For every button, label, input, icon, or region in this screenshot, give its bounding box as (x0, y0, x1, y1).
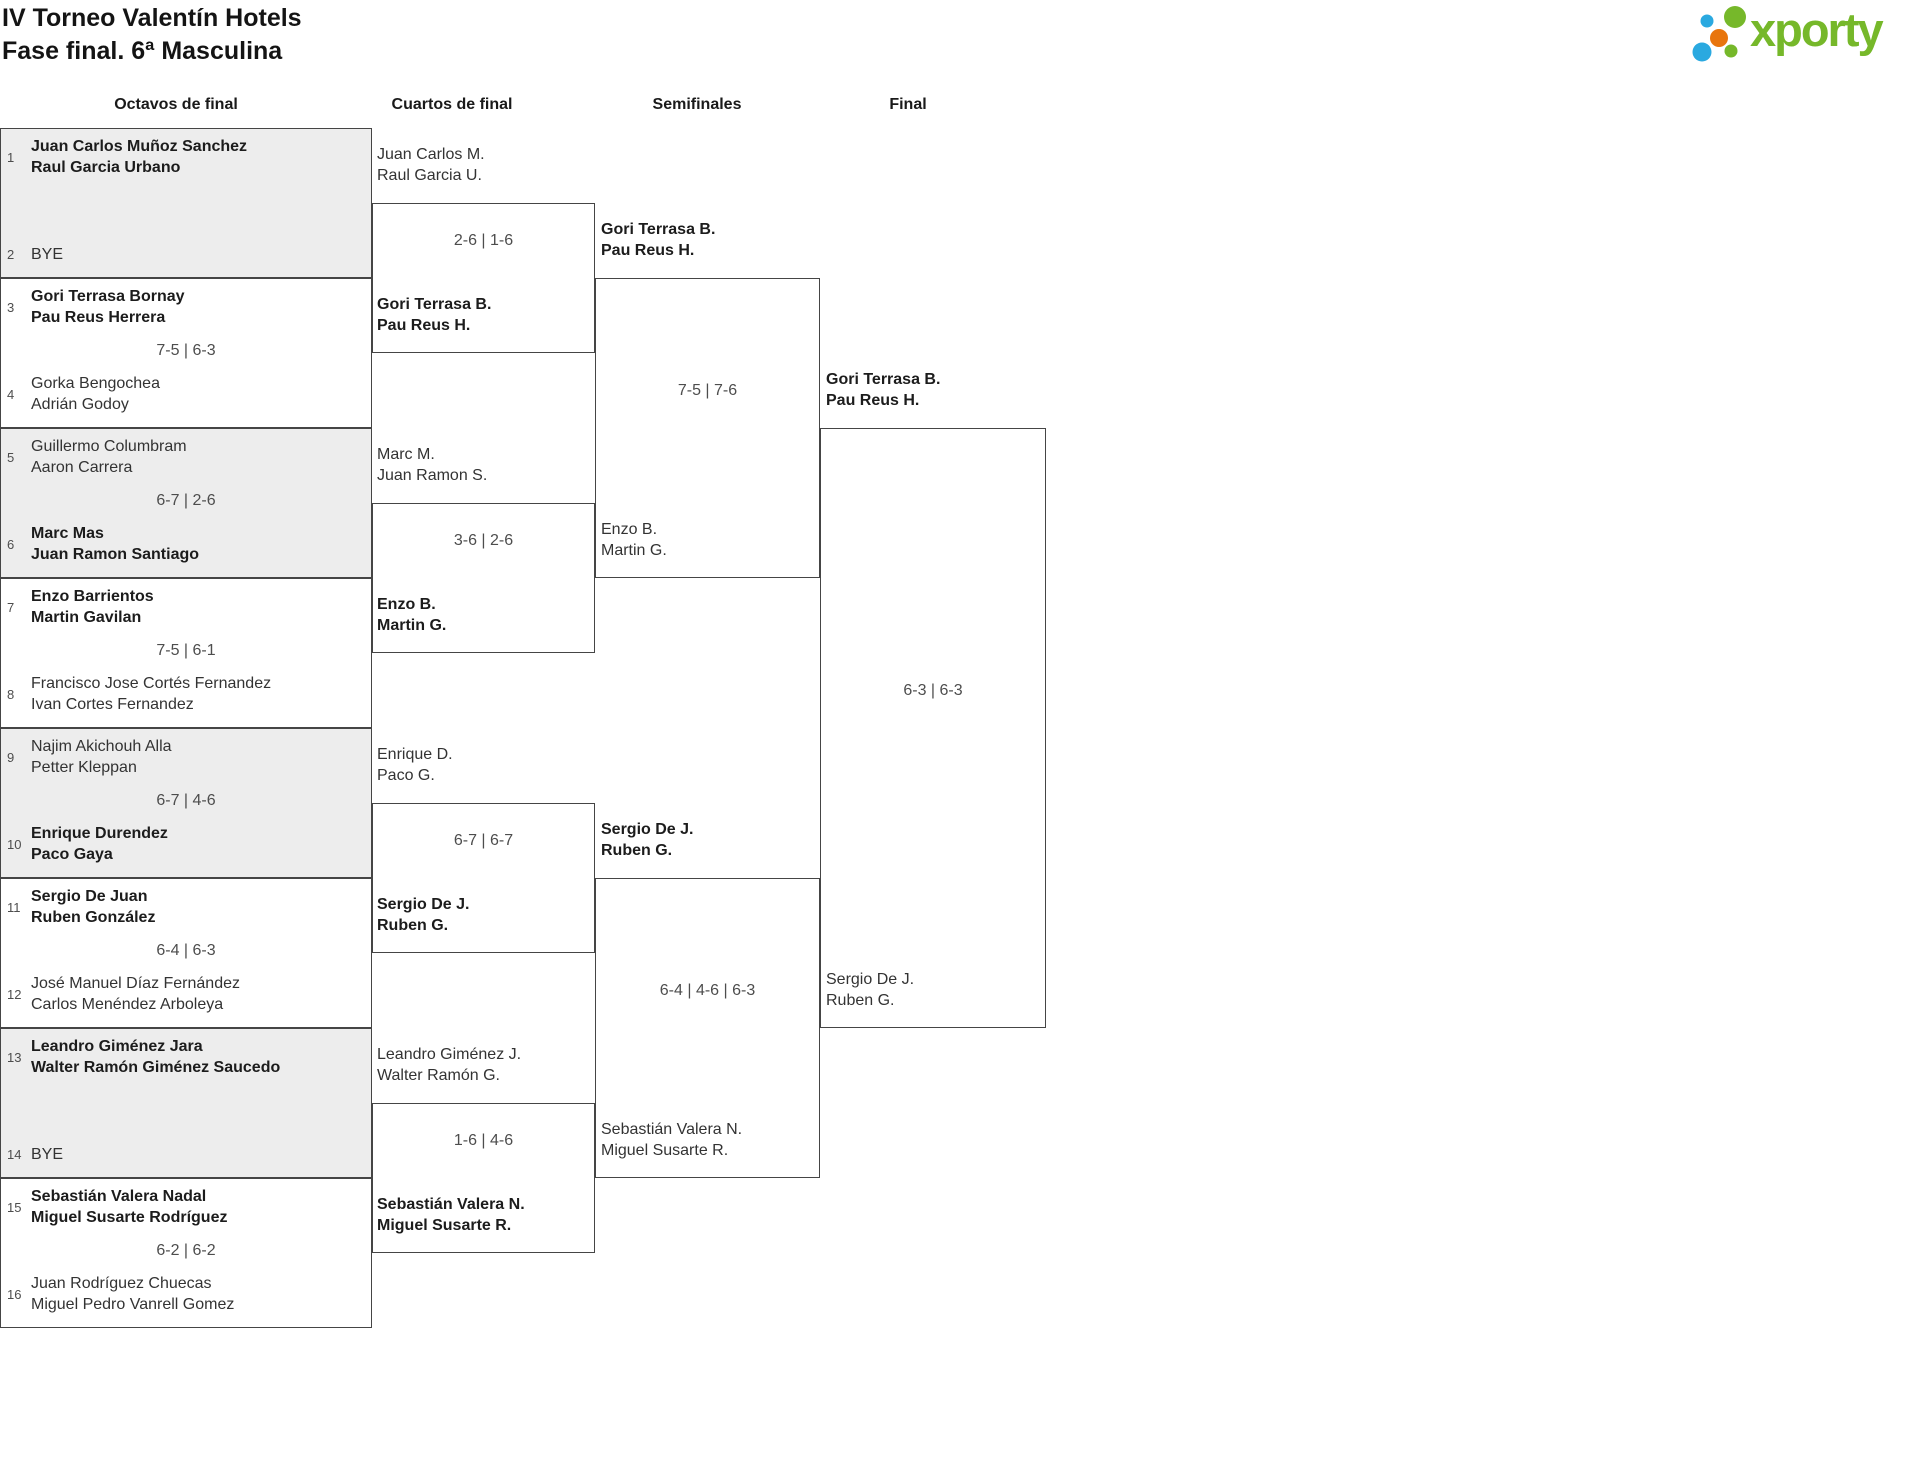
seed-number: 3 (7, 299, 15, 315)
phase-name: Fase final. 6ª Masculina (2, 37, 283, 65)
seed-number: 6 (7, 536, 15, 552)
seed-number: 7 (7, 599, 15, 615)
tournament-name: IV Torneo Valentín Hotels (2, 4, 302, 32)
match-qf-2[interactable] (372, 503, 595, 653)
logo-wordmark: xporty (1750, 3, 1884, 56)
seed-number: 2 (7, 247, 15, 262)
seed-number: 13 (7, 1049, 22, 1065)
match-sf-2[interactable] (595, 878, 820, 1178)
match-score: 6-7 | 4-6 (156, 792, 216, 809)
qf3-score: 6-7 | 6-7 (453, 832, 514, 849)
team-names: BYE (31, 246, 64, 263)
team-names: BYE (31, 1146, 64, 1163)
final-team-a-label: Gori Terrasa B.Pau Reus H. (826, 371, 941, 409)
team-slot-b: 14 BYE (1, 1144, 371, 1165)
qf4-team-a-label: Leandro Giménez J.Walter Ramón G. (377, 1046, 522, 1084)
seed-number: 16 (7, 1286, 22, 1302)
seed-number: 15 (7, 1199, 22, 1215)
sf1-team-a-label: Gori Terrasa B.Pau Reus H. (601, 221, 716, 259)
seed-number: 9 (7, 749, 15, 765)
match-score: 7-5 | 6-3 (156, 342, 216, 359)
round-header-final: Final (889, 96, 927, 113)
qf2-team-a-label: Marc M.Juan Ramon S. (377, 446, 488, 484)
qf1-team-b-label: Gori Terrasa B.Pau Reus H. (377, 296, 492, 334)
sf2-team-a-label: Sergio De J.Ruben G. (601, 821, 694, 859)
qf3-team-a-label: Enrique D.Paco G. (377, 746, 453, 784)
round-header-cuartos: Cuartos de final (391, 96, 513, 113)
seed-number: 11 (7, 899, 21, 915)
final-team-b-label: Sergio De J.Ruben G. (826, 971, 915, 1009)
seed-number: 14 (7, 1147, 22, 1162)
match-score: 6-7 | 2-6 (156, 492, 216, 509)
qf2-team-b-label: Enzo B.Martin G. (377, 596, 447, 634)
seed-number: 4 (7, 386, 15, 402)
match-score: 6-2 | 6-2 (156, 1242, 216, 1259)
sf1-score: 7-5 | 7-6 (677, 382, 738, 399)
qf3-team-b-label: Sergio De J.Ruben G. (377, 896, 470, 934)
match-qf-1[interactable] (372, 203, 595, 353)
match-qf-3[interactable] (372, 803, 595, 953)
qf4-score: 1-6 | 4-6 (453, 1132, 514, 1149)
seed-number: 10 (7, 836, 22, 852)
seed-number: 8 (7, 686, 15, 702)
match-final[interactable] (820, 428, 1046, 1028)
seed-number: 12 (7, 986, 22, 1002)
sf2-team-b-label: Sebastián Valera N.Miguel Susarte R. (601, 1121, 743, 1159)
team-slot-b: 2 BYE (1, 244, 371, 265)
round-header-octavos: Octavos de final (114, 96, 238, 113)
match-qf-4[interactable] (372, 1103, 595, 1253)
match-score: 6-4 | 6-3 (156, 942, 216, 959)
sf1-team-b-label: Enzo B.Martin G. (601, 521, 667, 559)
page-title: IV Torneo Valentín Hotels Fase final. 6ª… (2, 2, 302, 68)
logo-dots-icon (1692, 6, 1746, 62)
final-score: 6-3 | 6-3 (903, 682, 963, 699)
qf4-team-b-label: Sebastián Valera N.Miguel Susarte R. (377, 1196, 525, 1234)
qf2-score: 3-6 | 2-6 (453, 532, 514, 549)
sf2-score: 6-4 | 4-6 | 6-3 (659, 982, 756, 999)
seed-number: 5 (7, 449, 15, 465)
qf1-score: 2-6 | 1-6 (453, 232, 514, 249)
seed-number: 1 (7, 149, 15, 165)
round-header-semifinales: Semifinales (652, 96, 742, 113)
match-sf-1[interactable] (595, 278, 820, 578)
qf1-team-a-label: Juan Carlos M.Raul Garcia U. (377, 146, 485, 184)
match-score: 7-5 | 6-1 (156, 642, 216, 659)
